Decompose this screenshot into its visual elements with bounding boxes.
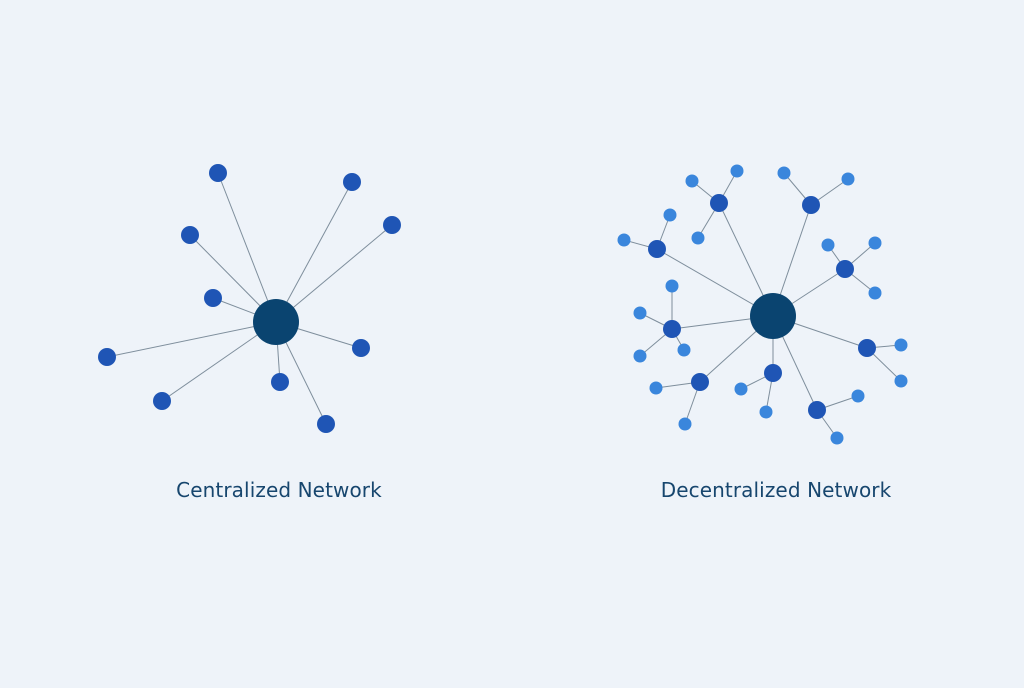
centralized-edge: [106, 321, 277, 358]
centralized-edge: [217, 172, 277, 323]
centralized-node: [209, 164, 227, 182]
centralized-node: [153, 392, 171, 410]
decentralized-leaf-node: [685, 174, 699, 188]
decentralized-leaf-node: [633, 349, 647, 363]
centralized-node: [352, 339, 370, 357]
decentralized-node: [836, 260, 854, 278]
decentralized-leaf-node: [777, 166, 791, 180]
centralized-node: [317, 415, 335, 433]
centralized-edge: [161, 321, 277, 402]
decentralized-leaf-node: [841, 172, 855, 186]
decentralized-leaf-node: [663, 208, 677, 222]
centralized-node: [98, 348, 116, 366]
centralized-node: [343, 173, 361, 191]
decentralized-node: [648, 240, 666, 258]
centralized-network: [98, 164, 401, 433]
decentralized-network: [617, 164, 908, 445]
centralized-node: [204, 289, 222, 307]
decentralized-leaf-node: [649, 381, 663, 395]
decentralized-node: [710, 194, 728, 212]
decentralized-node: [663, 320, 681, 338]
decentralized-leaf-node: [821, 238, 835, 252]
decentralized-leaf-node: [894, 374, 908, 388]
decentralized-leaf-node: [678, 417, 692, 431]
centralized-edge: [275, 224, 393, 323]
decentralized-leaf-node: [665, 279, 679, 293]
decentralized-leaf-node: [851, 389, 865, 403]
centralized-node: [383, 216, 401, 234]
decentralized-leaf-node: [730, 164, 744, 178]
decentralized-leaf-node: [677, 343, 691, 357]
decentralized-leaf-node: [617, 233, 631, 247]
centralized-hub-node: [253, 299, 299, 345]
decentralized-leaf-node: [894, 338, 908, 352]
decentralized-node: [764, 364, 782, 382]
decentralized-leaf-node: [759, 405, 773, 419]
decentralized-node: [802, 196, 820, 214]
decentralized-leaf-node: [691, 231, 705, 245]
decentralized-hub-node: [750, 293, 796, 339]
decentralized-leaf-node: [868, 286, 882, 300]
centralized-network-caption: Centralized Network: [176, 478, 382, 502]
decentralized-leaf-node: [633, 306, 647, 320]
centralized-node: [271, 373, 289, 391]
decentralized-node: [808, 401, 826, 419]
centralized-edge: [275, 181, 353, 323]
decentralized-leaf-node: [868, 236, 882, 250]
decentralized-node: [858, 339, 876, 357]
decentralized-node: [691, 373, 709, 391]
centralized-node: [181, 226, 199, 244]
decentralized-leaf-node: [734, 382, 748, 396]
decentralized-leaf-node: [830, 431, 844, 445]
decentralized-network-caption: Decentralized Network: [660, 478, 892, 502]
